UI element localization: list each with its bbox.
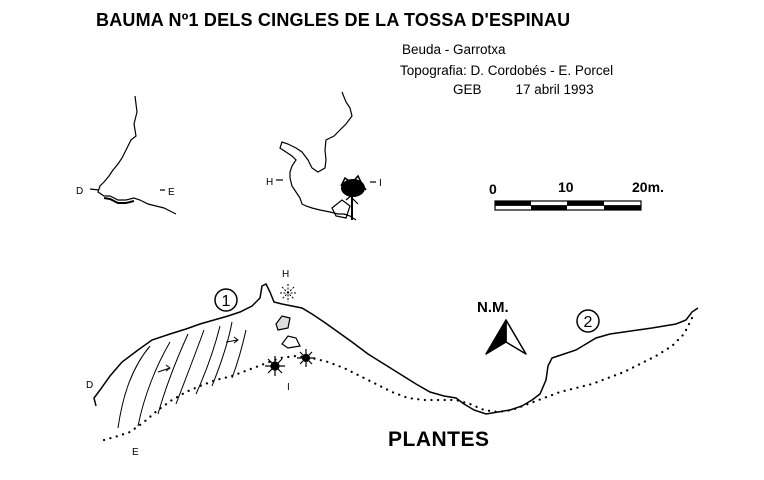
label-i-plan: I <box>287 382 290 393</box>
drawing-title: BAUMA Nº1 DELS CINGLES DE LA TOSSA D'ESP… <box>96 10 571 30</box>
slope-hatching <box>117 321 247 429</box>
label-d-section: D <box>76 186 83 197</box>
survey-info: GEB 17 abril 1993 <box>453 82 594 97</box>
survey-credits: Topografia: D. Cordobés - E. Porcel <box>400 63 614 78</box>
circled-number-1: 1 <box>214 288 238 312</box>
dripline-dotted <box>102 312 696 442</box>
date-text: 17 abril 1993 <box>515 82 594 97</box>
tree-icon-i <box>265 349 315 376</box>
tree-icon-h <box>280 284 296 302</box>
blocks <box>275 315 301 349</box>
tree-icon <box>340 174 367 220</box>
section-h-i <box>276 91 376 221</box>
circled-number-1-text: 1 <box>222 293 231 310</box>
circled-number-2: 2 <box>576 309 600 333</box>
cliff-outline <box>93 282 699 415</box>
section-d-e <box>89 95 177 215</box>
scale-tick-20: 20m. <box>632 179 664 195</box>
circled-number-2-text: 2 <box>584 314 593 331</box>
label-h-section: H <box>266 177 273 188</box>
location-text: Beuda - Garrotxa <box>402 42 506 57</box>
label-h-plan: H <box>282 269 289 280</box>
label-e-section: E <box>168 187 175 198</box>
scale-tick-0: 0 <box>489 181 497 197</box>
label-e-plan: E <box>132 447 139 458</box>
scale-tick-10: 10 <box>558 179 574 195</box>
label-i-section: I <box>379 178 382 189</box>
plan-view-title: PLANTES <box>388 428 490 451</box>
scale-bar <box>494 200 642 211</box>
group-text: GEB <box>453 82 482 97</box>
north-label: N.M. <box>477 299 509 316</box>
north-arrow-icon <box>485 319 527 355</box>
slope-arrows <box>157 336 239 373</box>
label-d-plan: D <box>86 380 93 391</box>
